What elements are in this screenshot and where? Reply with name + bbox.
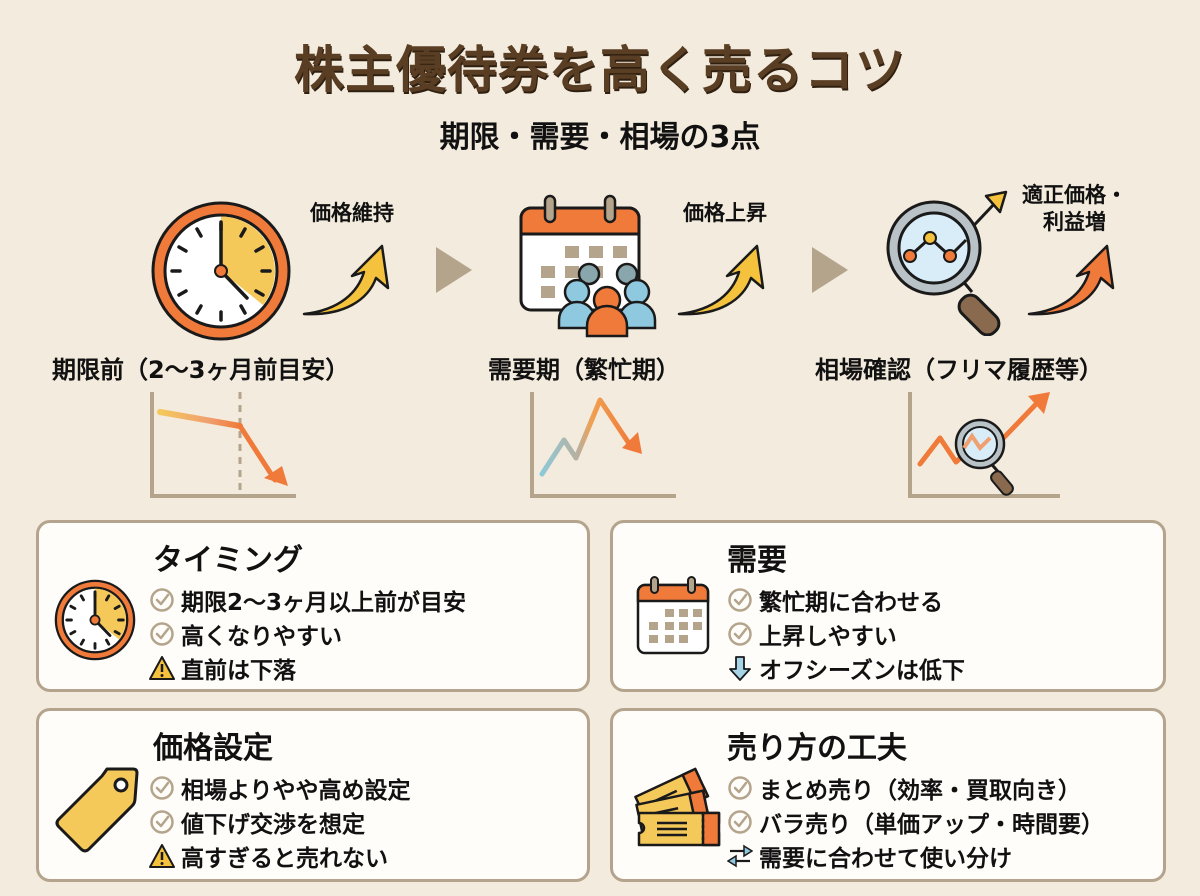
- check-icon: [149, 775, 175, 801]
- arrow-label-fair-price-profit: 適正価格・ 利益増: [1022, 182, 1127, 237]
- list-item: まとめ売り（効率・買取向き）: [727, 771, 1081, 805]
- calendar-people-icon: [515, 190, 675, 340]
- arrow-label-price-maintain: 価格維持: [310, 201, 394, 225]
- check-icon: [727, 775, 753, 801]
- check-icon: [727, 621, 753, 647]
- check-icon: [727, 587, 753, 613]
- swap-arrows-icon: [727, 843, 753, 869]
- clock-icon: [53, 578, 137, 662]
- warning-icon: [149, 843, 175, 869]
- curved-up-arrow-icon: [300, 240, 400, 320]
- triangle-right-icon: [434, 245, 474, 295]
- price-tag-icon: [55, 761, 139, 853]
- list-item: 高くなりやすい: [149, 617, 342, 651]
- curved-up-arrow-icon: [1025, 240, 1125, 320]
- check-icon: [149, 621, 175, 647]
- list-item: バラ売り（単価アップ・時間要）: [727, 805, 1104, 839]
- deadline-decline-chart: [140, 388, 305, 503]
- magnifier-chart-icon: [880, 188, 1030, 336]
- list-item: 直前は下落: [149, 651, 296, 685]
- list-item: 相場よりやや高め設定: [149, 771, 411, 805]
- demand-peak-chart: [520, 388, 685, 503]
- page-title: 株主優待券を高く売るコツ: [294, 41, 906, 99]
- warning-icon: [149, 655, 175, 681]
- arrow-label-line2: 利益増: [1043, 210, 1106, 235]
- page-subtitle: 期限・需要・相場の3点: [439, 120, 761, 155]
- tickets-icon: [625, 763, 725, 849]
- check-icon: [149, 587, 175, 613]
- card-demand: 需要 繁忙期に合わせる 上昇しやすい オフシーズンは低下: [610, 520, 1166, 692]
- list-item: 上昇しやすい: [727, 617, 897, 651]
- list-item: オフシーズンは低下: [727, 651, 965, 685]
- market-check-chart: [900, 388, 1065, 503]
- step-label-before-deadline: 期限前（2〜3ヶ月前目安）: [52, 356, 350, 384]
- card-title: 需要: [727, 543, 787, 578]
- card-title: 価格設定: [153, 731, 273, 766]
- curved-up-arrow-icon: [675, 240, 775, 320]
- check-icon: [727, 809, 753, 835]
- card-title: 売り方の工夫: [727, 731, 907, 766]
- card-selling-method: 売り方の工夫 まとめ売り（効率・買取向き） バラ売り（単価アップ・時間要） 需要…: [610, 708, 1166, 882]
- arrow-label-price-rise: 価格上昇: [683, 201, 767, 225]
- list-item: 期限2〜3ヶ月以上前が目安: [149, 583, 466, 617]
- card-title: タイミング: [153, 543, 303, 578]
- list-item: 高すぎると売れない: [149, 839, 388, 873]
- step-label-demand-period: 需要期（繁忙期）: [488, 356, 680, 384]
- calendar-icon: [635, 575, 711, 657]
- list-item: 値下げ交渉を想定: [149, 805, 365, 839]
- arrow-label-line1: 適正価格・: [1022, 183, 1127, 207]
- down-arrow-icon: [727, 655, 753, 681]
- step-label-market-check: 相場確認（フリマ履歴等）: [815, 356, 1103, 384]
- triangle-right-icon: [810, 245, 850, 295]
- clock-icon: [148, 198, 294, 344]
- list-item: 繁忙期に合わせる: [727, 583, 943, 617]
- check-icon: [149, 809, 175, 835]
- list-item: 需要に合わせて使い分け: [727, 839, 1012, 873]
- card-timing: タイミング 期限2〜3ヶ月以上前が目安 高くなりやすい 直前は下落: [36, 520, 590, 692]
- card-pricing: 価格設定 相場よりやや高め設定 値下げ交渉を想定 高すぎると売れない: [36, 708, 590, 882]
